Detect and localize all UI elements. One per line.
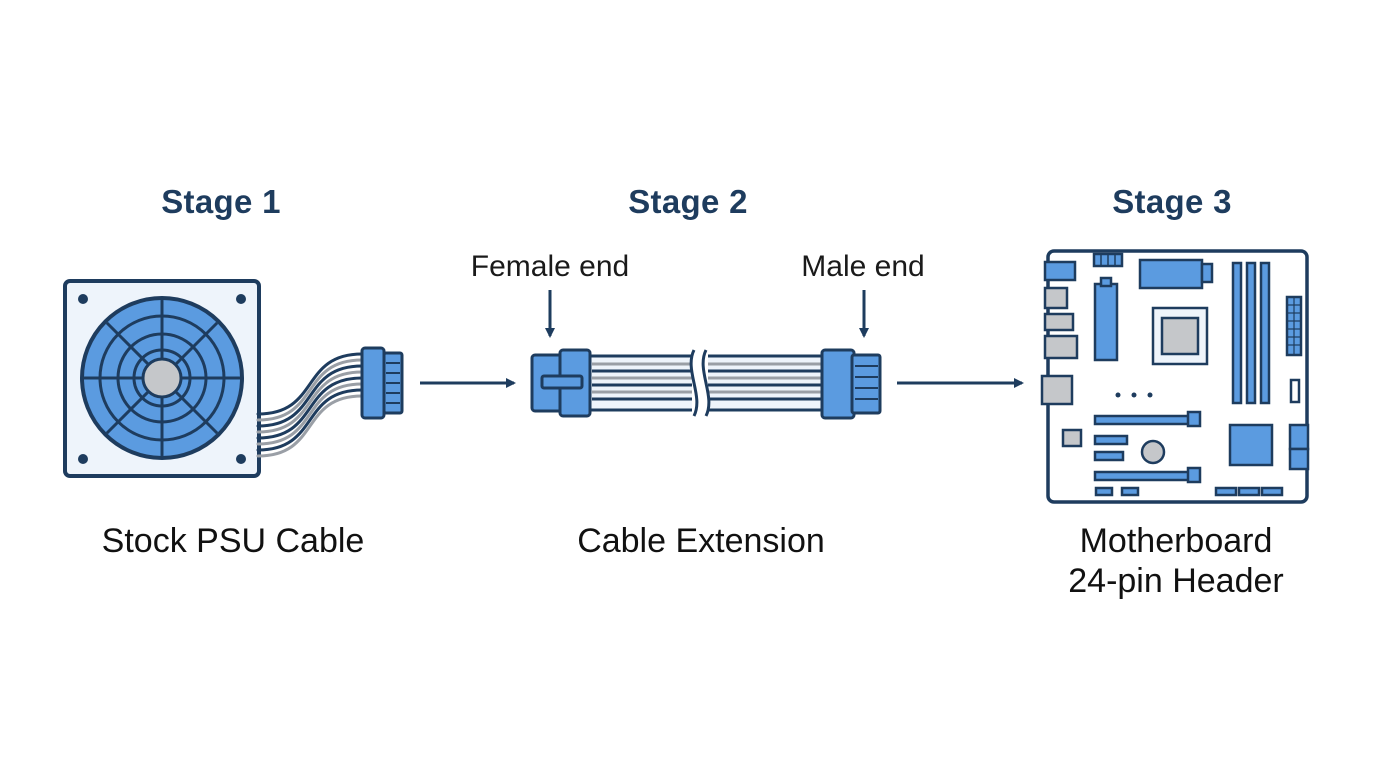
stage-2-caption-line: Cable Extension — [577, 522, 825, 560]
female-end-label: Female end — [470, 250, 630, 283]
extension-cable-wires — [588, 349, 826, 417]
stage-1-title: Stage 1 — [161, 183, 281, 220]
stage-1-caption: Stock PSU Cable — [73, 521, 393, 561]
stage-3-title: Stage 3 — [1112, 183, 1232, 220]
male-end-connector-icon — [820, 348, 882, 420]
psu-cable-connector-icon — [360, 346, 404, 420]
stage-2-caption: Cable Extension — [541, 521, 861, 561]
stage-3-caption-line-2: 24-pin Header — [1068, 562, 1284, 600]
male-end-label: Male end — [801, 250, 925, 283]
stage-2-title: Stage 2 — [628, 183, 748, 220]
motherboard-icon — [1040, 249, 1310, 504]
psu-cable-wires — [256, 352, 364, 458]
stage-3-caption: Motherboard 24-pin Header — [1016, 521, 1336, 601]
stage-1-caption-line: Stock PSU Cable — [101, 522, 365, 560]
female-end-connector-icon — [530, 348, 592, 418]
psu-fan-icon — [63, 279, 261, 478]
stage-3-caption-line-1: Motherboard — [1079, 522, 1273, 560]
